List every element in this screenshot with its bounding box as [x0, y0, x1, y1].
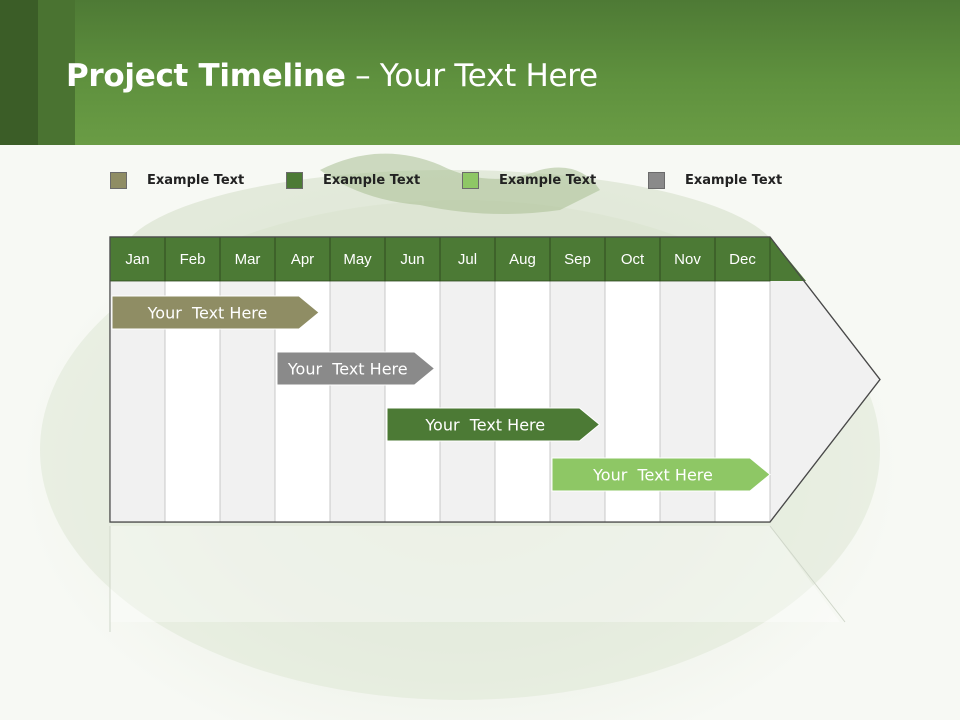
- month-label: Feb: [180, 251, 206, 268]
- month-label: Mar: [235, 251, 261, 268]
- legend-swatch: [286, 171, 303, 189]
- legend-item: Example Text: [648, 170, 782, 190]
- month-column: [330, 281, 385, 522]
- title-bold: Project Timeline: [66, 58, 346, 94]
- title-bar-accent: [38, 0, 75, 145]
- legend-item: Example Text: [462, 170, 596, 190]
- month-header-row: [110, 237, 806, 281]
- month-label: Nov: [674, 251, 701, 268]
- legend-swatch: [648, 171, 665, 189]
- month-label: Dec: [729, 251, 756, 268]
- task-bar[interactable]: [111, 295, 320, 330]
- month-label: Oct: [621, 251, 645, 268]
- page-title: Project Timeline – Your Text Here: [66, 58, 598, 94]
- month-column: [495, 281, 550, 522]
- month-label: May: [343, 251, 372, 268]
- legend-swatch: [462, 171, 479, 189]
- legend-label: Example Text: [685, 172, 783, 188]
- legend-label: Example Text: [323, 172, 421, 188]
- title-bar: Project Timeline – Your Text Here: [0, 0, 960, 145]
- month-label: Apr: [291, 251, 314, 268]
- task-bar[interactable]: [551, 457, 771, 492]
- task-bar-label: Your Text Here: [592, 466, 713, 485]
- title-rest: – Your Text Here: [345, 58, 598, 94]
- task-bar[interactable]: [276, 351, 436, 386]
- task-bar-label: Your Text Here: [287, 360, 408, 379]
- legend-swatch: [110, 171, 127, 189]
- task-bar[interactable]: [386, 407, 601, 442]
- legend-label: Example Text: [499, 172, 597, 188]
- legend-label: Example Text: [147, 172, 245, 188]
- month-label: Jun: [400, 251, 424, 268]
- task-bar-label: Your Text Here: [147, 304, 268, 323]
- timeline-arrow-outline: [109, 236, 881, 523]
- timeline-reflection-edge: [769, 525, 846, 623]
- month-label: Aug: [509, 251, 536, 268]
- month-label: Sep: [564, 251, 591, 268]
- legend-item: Example Text: [286, 170, 420, 190]
- timeline-reflection: [110, 526, 840, 622]
- month-label: Jan: [125, 251, 149, 268]
- month-label: Jul: [458, 251, 477, 268]
- task-bar-label: Your Text Here: [424, 416, 545, 435]
- legend-item: Example Text: [110, 170, 244, 190]
- month-column: [385, 281, 440, 522]
- title-bar-accent-dark: [0, 0, 38, 145]
- month-column: [440, 281, 495, 522]
